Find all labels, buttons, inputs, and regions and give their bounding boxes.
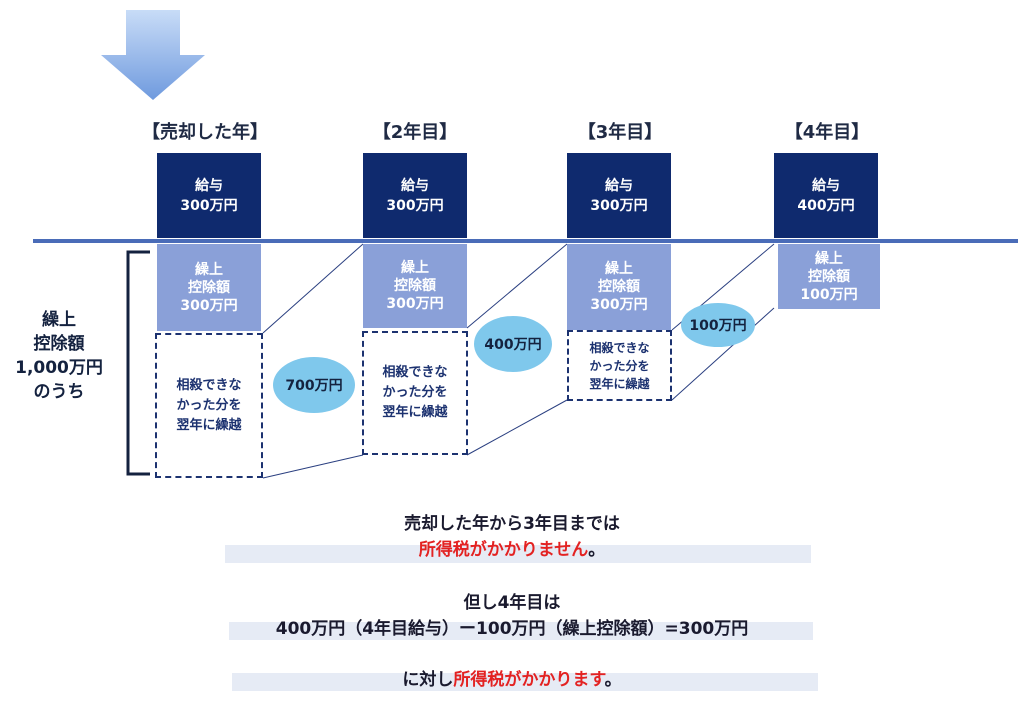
- summary-line-1: 売却した年から3年目までは: [404, 514, 620, 534]
- salary-amount: 300万円: [590, 197, 648, 214]
- connector-line: [671, 307, 775, 401]
- highlight-bar: [225, 545, 811, 563]
- deduction-label: 繰上: [605, 261, 633, 277]
- carryover-text: かった分を: [382, 385, 448, 400]
- carryover-text: 翌年に繰越: [589, 376, 650, 391]
- year-title-4: 【4年目】: [784, 122, 870, 143]
- connector-line: [466, 243, 568, 329]
- deduction-box-1: 繰上 控除額 300万円: [157, 244, 261, 331]
- down-arrow-icon: [101, 10, 205, 100]
- carryover-box-1: 相殺できな かった分を 翌年に繰越: [155, 333, 263, 478]
- summary-line-5: に対し所得税がかかります。: [0, 665, 1024, 690]
- summary-text: に対し: [402, 670, 454, 690]
- salary-box-1: 給与 300万円: [157, 153, 261, 238]
- carryover-text: かった分を: [176, 397, 242, 413]
- carryover-box-2: 相殺できな かった分を 翌年に繰越: [362, 331, 468, 455]
- deduction-label: 控除額: [598, 279, 640, 295]
- summary-line-2: 所得税がかかりません。: [0, 535, 1024, 560]
- deduction-label: 控除額: [188, 279, 230, 296]
- deduction-label: 控除額: [394, 278, 436, 294]
- deduction-box-2: 繰上 控除額 300万円: [363, 244, 467, 328]
- side-label-line: 1,000万円: [15, 358, 103, 378]
- salary-label: 給与: [401, 177, 429, 194]
- deduction-amount: 300万円: [180, 297, 238, 314]
- year-title-1: 【売却した年】: [142, 122, 268, 143]
- punctuation: 。: [588, 540, 606, 560]
- connector-line: [262, 243, 364, 334]
- salary-box-2: 給与 300万円: [363, 153, 467, 238]
- carryover-text: 翌年に繰越: [382, 405, 448, 420]
- side-label-line: のうち: [33, 382, 85, 402]
- connector-line: [262, 454, 364, 479]
- connector-line: [466, 399, 568, 456]
- total-deduction-label: 繰上 控除額 1,000万円 のうち: [4, 308, 114, 404]
- punctuation: 。: [604, 670, 622, 690]
- salary-box-3: 給与 300万円: [567, 153, 671, 238]
- carry-amount-oval-3: 100万円: [681, 303, 755, 347]
- carryover-box-3: 相殺できな かった分を 翌年に繰越: [567, 330, 672, 401]
- salary-amount: 300万円: [180, 197, 238, 214]
- deduction-amount: 300万円: [386, 296, 444, 312]
- carryover-text: 相殺できな: [176, 377, 242, 393]
- deduction-amount: 100万円: [800, 286, 858, 303]
- highlight-bar: [232, 673, 818, 691]
- salary-label: 給与: [605, 177, 633, 194]
- salary-amount: 300万円: [386, 197, 444, 214]
- year-title-3: 【3年目】: [577, 122, 663, 143]
- deduction-amount: 300万円: [590, 297, 648, 313]
- deduction-label: 繰上: [401, 260, 429, 276]
- deduction-label: 繰上: [195, 261, 223, 278]
- salary-label: 給与: [195, 177, 223, 194]
- salary-amount: 400万円: [797, 197, 855, 214]
- deduction-box-3: 繰上 控除額 300万円: [567, 244, 671, 330]
- salary-label: 給与: [812, 177, 840, 194]
- no-tax-text: 所得税がかかりません: [418, 540, 589, 560]
- side-label-line: 控除額: [33, 334, 85, 354]
- tax-applies-text: 所得税がかかります: [453, 670, 605, 690]
- carry-amount-oval-2: 400万円: [474, 316, 552, 372]
- year-title-2: 【2年目】: [372, 122, 458, 143]
- deduction-box-4: 繰上 控除額 100万円: [778, 244, 880, 309]
- summary-line-4: 400万円（4年目給与）ー100万円（繰上控除額）=300万円: [275, 619, 749, 639]
- deduction-label: 控除額: [808, 268, 850, 285]
- carryover-text: 翌年に繰越: [176, 417, 242, 433]
- side-label-line: 繰上: [42, 310, 76, 330]
- carryover-text: かった分を: [589, 358, 650, 373]
- salary-box-4: 給与 400万円: [774, 153, 878, 238]
- carry-amount-oval-1: 700万円: [273, 357, 355, 413]
- highlight-bar: [229, 622, 813, 640]
- deduction-label: 繰上: [815, 250, 843, 267]
- bracket: [126, 250, 150, 476]
- summary-line-3: 但し4年目は: [463, 593, 561, 613]
- carryover-text: 相殺できな: [589, 340, 650, 355]
- carryover-text: 相殺できな: [382, 365, 448, 380]
